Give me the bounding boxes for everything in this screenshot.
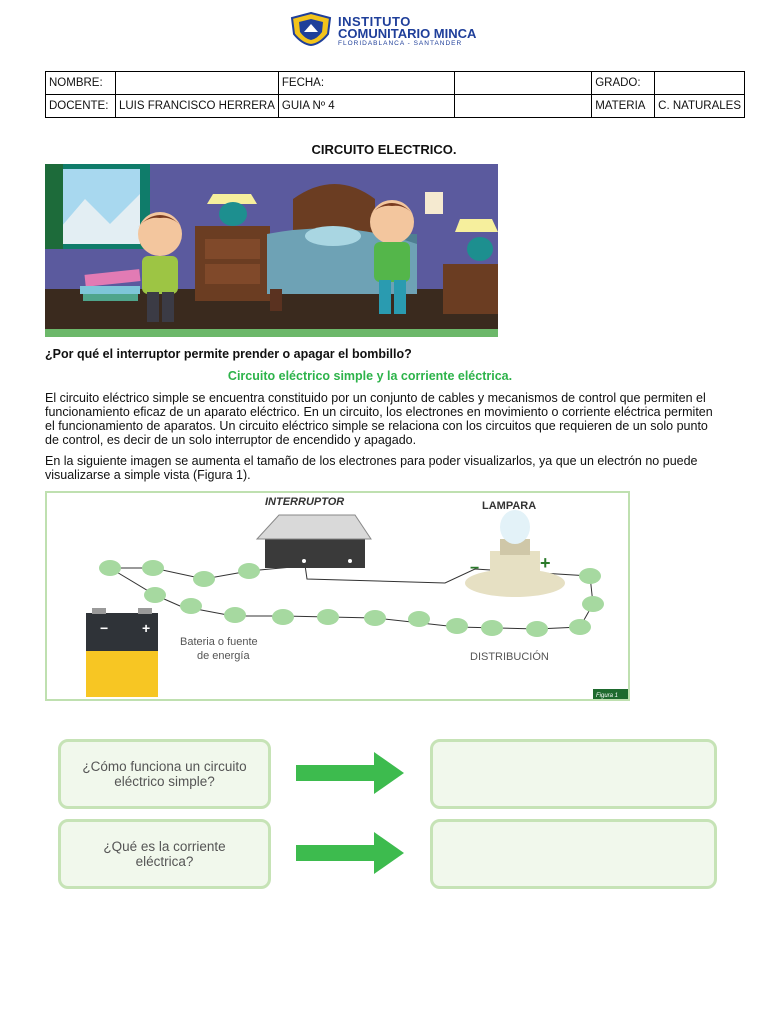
- table-row: NOMBRE: FECHA: GRADO:: [45, 71, 745, 95]
- materia-value: C. NATURALES: [654, 94, 745, 118]
- nombre-field[interactable]: [114, 71, 279, 95]
- page-title: CIRCUITO ELECTRICO.: [311, 142, 457, 157]
- battery-label-line1: Bateria o fuente: [180, 636, 258, 648]
- activity-question-box-1: ¿Cómo funciona un circuito eléctrico sim…: [58, 739, 271, 809]
- paragraph-circuit-definition: El circuito eléctrico simple se encuentr…: [45, 391, 713, 447]
- nombre-label: NOMBRE:: [45, 71, 116, 95]
- school-logo: INSTITUTO COMUNITARIO MINCA FLORIDABLANC…: [290, 12, 490, 48]
- table-row: DOCENTE: LUIS FRANCISCO HERRERA GUIA Nº …: [45, 94, 745, 118]
- arrow-right-icon: [296, 752, 404, 794]
- activity-question-2-line1: ¿Qué es la corriente: [103, 839, 226, 854]
- materia-label: MATERIA: [591, 94, 656, 118]
- guia-label: GUIA Nº 4: [277, 94, 455, 118]
- lamp-label: LAMPARA: [482, 500, 536, 512]
- student-info-table: NOMBRE: FECHA: GRADO: DOCENTE: LUIS FRAN…: [45, 71, 745, 118]
- activity-question-2-line2: eléctrica?: [135, 854, 194, 869]
- grado-field[interactable]: [654, 71, 745, 95]
- electrons: [99, 560, 604, 637]
- school-name-line1: INSTITUTO: [338, 14, 411, 29]
- guia-field[interactable]: [453, 94, 593, 118]
- battery-minus-sign: −: [100, 620, 108, 636]
- school-location: FLORIDABLANCA - SANTANDER: [338, 40, 463, 47]
- lamp-minus-sign: −: [470, 560, 479, 577]
- switch-icon: [255, 514, 372, 568]
- docente-label: DOCENTE:: [45, 94, 116, 118]
- answer-box-2[interactable]: [430, 819, 717, 889]
- guiding-question: ¿Por qué el interruptor permite prender …: [45, 347, 412, 361]
- battery-label-line2: de energía: [197, 650, 250, 662]
- lamp-plus-sign: +: [540, 553, 551, 573]
- activity-question-1-line1: ¿Cómo funciona un circuito: [82, 759, 247, 774]
- paragraph-figure-intro: En la siguiente imagen se aumenta el tam…: [45, 454, 698, 482]
- activity-question-box-2: ¿Qué es la corriente eléctrica?: [58, 819, 271, 889]
- lamp-icon: [465, 510, 565, 597]
- docente-value: LUIS FRANCISCO HERRERA: [114, 94, 279, 118]
- distribution-label: DISTRIBUCIÓN: [470, 650, 549, 663]
- school-shield-icon: [290, 12, 332, 46]
- school-name-line2: COMUNITARIO MINCA: [338, 26, 477, 41]
- answer-box-1[interactable]: [430, 739, 717, 809]
- figure-caption: Figura 1: [596, 693, 618, 699]
- section-subtitle: Circuito eléctrico simple y la corriente…: [227, 369, 513, 383]
- grado-label: GRADO:: [591, 71, 656, 95]
- circuit-diagram: INTERRUPTOR LAMPARA − + − + Bateria o fu…: [45, 491, 630, 701]
- fecha-field[interactable]: [453, 71, 593, 95]
- switch-label: INTERRUPTOR: [265, 496, 344, 508]
- battery-icon: [86, 608, 158, 697]
- battery-plus-sign: +: [142, 620, 150, 636]
- fecha-label: FECHA:: [277, 71, 455, 95]
- arrow-right-icon: [296, 832, 404, 874]
- activity-question-1-line2: eléctrico simple?: [114, 774, 215, 789]
- bedroom-scene-illustration: [45, 164, 498, 337]
